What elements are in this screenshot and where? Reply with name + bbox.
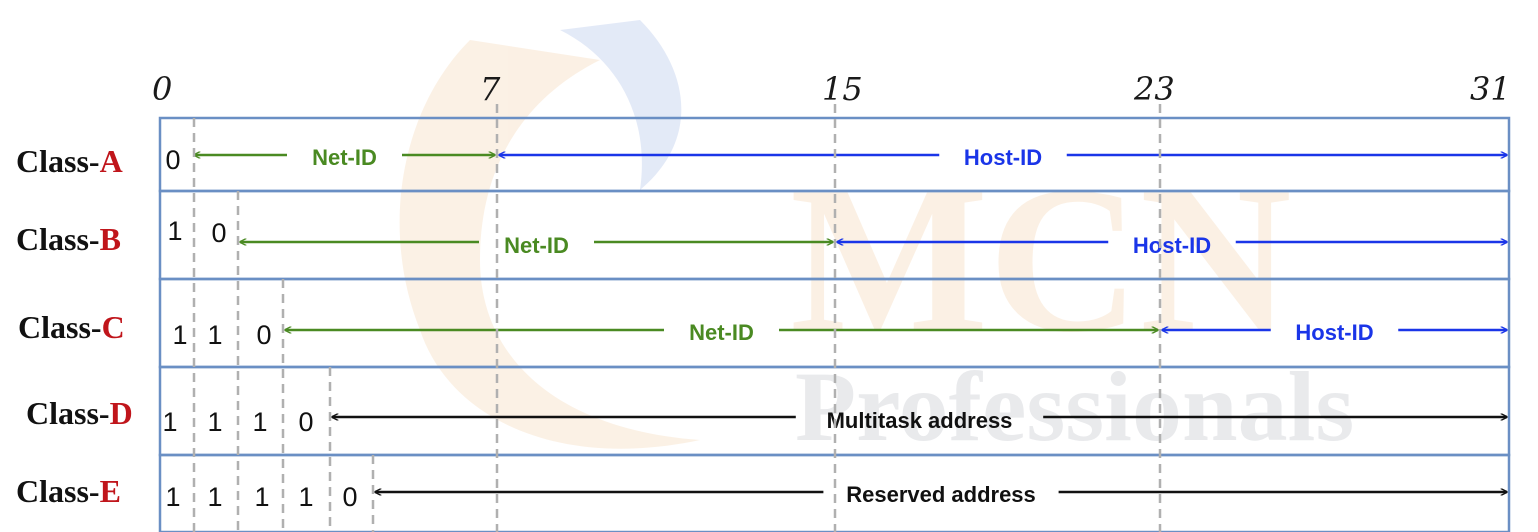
leading-bit-value: 0 — [298, 407, 313, 437]
host-id-label: Host-ID — [964, 145, 1042, 170]
class-label-prefix: Class- — [16, 143, 100, 179]
leading-bit-value: 0 — [256, 320, 271, 350]
watermark-sub-text: Professionals — [795, 351, 1354, 462]
class-label: Class-D — [26, 395, 133, 431]
brand-watermark: MCN Professionals — [399, 20, 1354, 462]
segment-host: Host-ID — [499, 145, 1507, 170]
leading-bit-value: 1 — [207, 482, 222, 512]
address-type-label: Multitask address — [827, 408, 1013, 433]
leading-bit-value: 0 — [342, 482, 357, 512]
class-label-letter: E — [100, 473, 121, 509]
leading-bit-value: 0 — [165, 145, 180, 175]
leading-bit-value: 1 — [254, 482, 269, 512]
segment-special: Reserved address — [375, 482, 1507, 507]
class-label-letter: C — [102, 309, 125, 345]
bit-position-label: 0 — [152, 70, 172, 108]
leading-bit-value: 1 — [252, 407, 267, 437]
address-type-label: Reserved address — [846, 482, 1036, 507]
net-id-label: Net-ID — [504, 233, 569, 258]
watermark-main-text: MCN — [790, 144, 1292, 376]
segment-special: Multitask address — [332, 408, 1507, 433]
leading-bit-value: 1 — [167, 216, 182, 246]
bit-position-header: 0 7 15 23 31 — [152, 70, 1511, 108]
class-label-prefix: Class- — [18, 309, 102, 345]
leading-bit-value: 1 — [298, 482, 313, 512]
watermark-swoosh-shape — [399, 40, 700, 449]
bit-position-label: 7 — [480, 70, 501, 108]
bit-boundary-dividers — [192, 104, 1162, 532]
leading-bit-value: 0 — [211, 218, 226, 248]
net-id-label: Net-ID — [689, 320, 754, 345]
leading-bit-value: 1 — [165, 482, 180, 512]
leading-bit-value: 1 — [207, 320, 222, 350]
net-id-label: Net-ID — [312, 145, 377, 170]
class-label-prefix: Class- — [26, 395, 110, 431]
bit-position-label: 23 — [1133, 70, 1175, 108]
class-label-prefix: Class- — [16, 473, 100, 509]
segment-net: Net-ID — [285, 320, 1158, 345]
class-label: Class-C — [18, 309, 125, 345]
class-label-letter: A — [100, 143, 123, 179]
class-label-letter: D — [110, 395, 133, 431]
leading-bit-value: 1 — [172, 320, 187, 350]
class-label-prefix: Class- — [16, 221, 100, 257]
segment-host: Host-ID — [837, 233, 1507, 258]
class-label: Class-A — [16, 143, 123, 179]
segment-host: Host-ID — [1162, 320, 1507, 345]
leading-bit-value: 1 — [162, 407, 177, 437]
watermark-swoosh-shape-2 — [560, 20, 682, 190]
class-label: Class-B — [16, 221, 121, 257]
host-id-label: Host-ID — [1295, 320, 1373, 345]
segment-net: Net-ID — [240, 233, 833, 258]
bit-position-label: 31 — [1470, 70, 1511, 108]
class-label-letter: B — [100, 221, 121, 257]
class-label: Class-E — [16, 473, 121, 509]
bit-position-label: 15 — [822, 70, 863, 108]
host-id-label: Host-ID — [1133, 233, 1211, 258]
segment-net: Net-ID — [194, 145, 495, 170]
leading-bit-value: 1 — [207, 407, 222, 437]
